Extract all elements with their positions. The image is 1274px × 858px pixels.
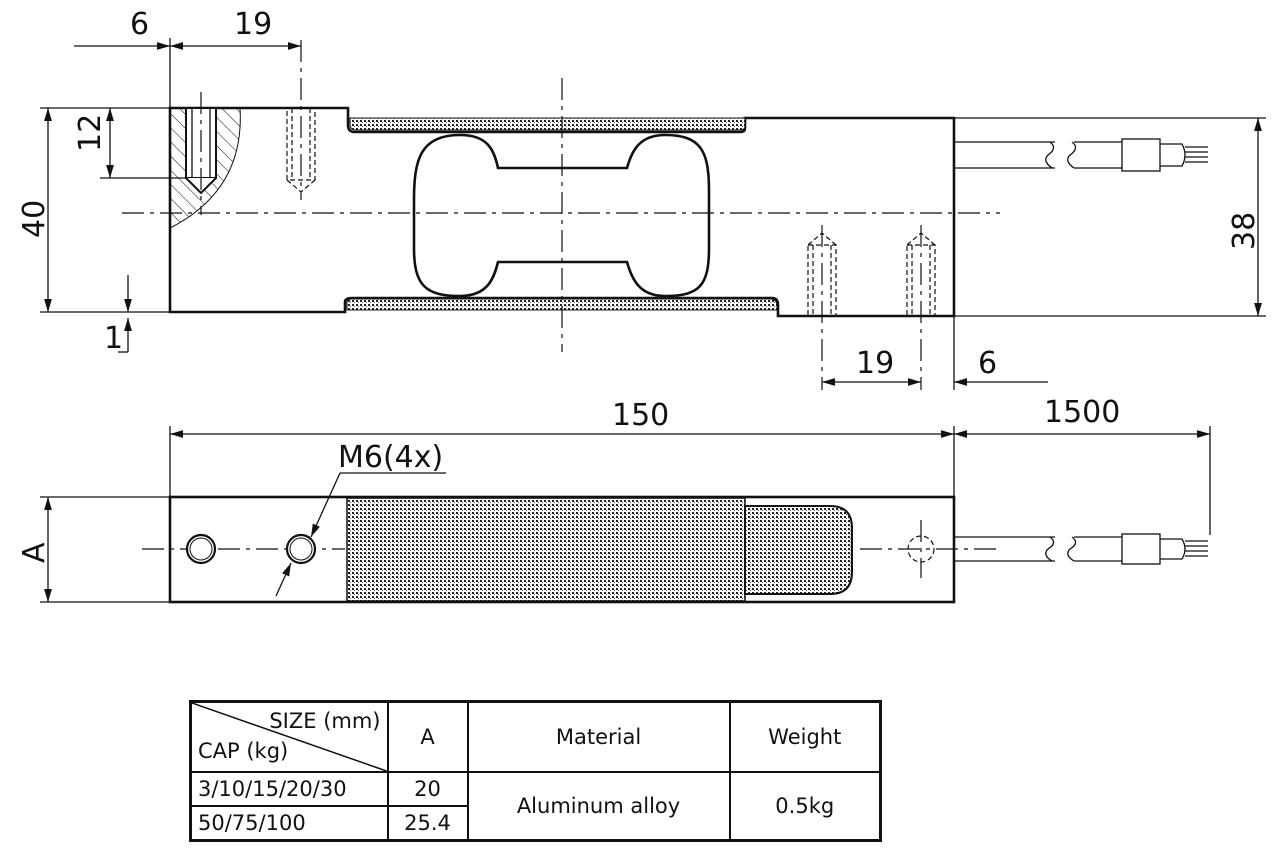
dim-step: 1 bbox=[104, 321, 123, 356]
weight-value: 0.5kg bbox=[728, 771, 882, 842]
cable-side bbox=[954, 138, 1208, 172]
header-size: SIZE (mm) bbox=[269, 709, 381, 733]
dim-top-hole-pitch: 19 bbox=[234, 7, 272, 42]
header-size-cap: SIZE (mm) CAP (kg) bbox=[189, 700, 389, 773]
cable-top bbox=[954, 533, 1208, 565]
spec-table: SIZE (mm) CAP (kg) A Material Weight 3/1… bbox=[189, 700, 882, 842]
mounting-hole-1 bbox=[185, 533, 217, 565]
header-cap: CAP (kg) bbox=[198, 739, 289, 763]
strain-gauge-cover-bottom bbox=[346, 298, 778, 311]
side-view: 6 19 12 40 1 38 19 6 bbox=[17, 7, 1266, 390]
strain-gauge-area bbox=[346, 497, 746, 602]
row-a: 20 bbox=[386, 770, 469, 808]
top-view: 150 1500 M6(4x) A bbox=[17, 395, 1211, 604]
binocular-cutout bbox=[412, 133, 711, 298]
dim-cable-length: 1500 bbox=[1044, 395, 1120, 430]
mounting-hole-2 bbox=[285, 533, 317, 565]
row-cap: 3/10/15/20/30 bbox=[189, 770, 389, 808]
strain-gauge-area-end bbox=[744, 505, 853, 595]
material-value: Aluminum alloy bbox=[466, 771, 731, 842]
dim-thread-depth: 12 bbox=[73, 114, 108, 152]
row-cap: 50/75/100 bbox=[189, 805, 389, 842]
header-a: A bbox=[386, 700, 469, 773]
strain-gauge-cover-top bbox=[349, 117, 746, 131]
dim-length: 150 bbox=[612, 398, 669, 433]
dim-width: A bbox=[17, 542, 52, 563]
dim-bottom-hole-pitch: 19 bbox=[856, 346, 894, 381]
header-weight: Weight bbox=[728, 700, 882, 773]
dim-height-right: 38 bbox=[1227, 212, 1262, 250]
dim-top-left-offset: 6 bbox=[130, 7, 149, 42]
dim-bottom-right-offset: 6 bbox=[978, 346, 997, 381]
dim-height-left: 40 bbox=[17, 200, 52, 238]
thread-callout: M6(4x) bbox=[338, 440, 443, 475]
row-a: 25.4 bbox=[386, 805, 469, 842]
header-material: Material bbox=[466, 700, 731, 773]
